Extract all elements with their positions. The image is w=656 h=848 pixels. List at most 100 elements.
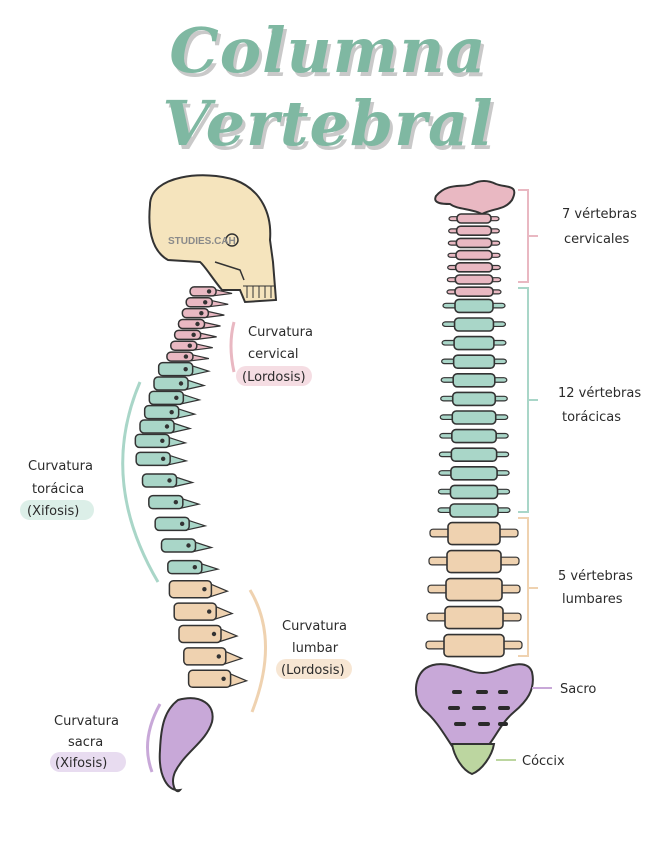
side-lumbar-foramen — [216, 654, 221, 659]
side-thoracic-vertebra — [160, 538, 197, 553]
cervical-count-label: 7 vértebras — [562, 207, 637, 222]
side-cervical-spinous-process — [188, 353, 210, 362]
front-coccyx — [450, 743, 496, 776]
side-thoracic-spinous-process — [174, 407, 197, 420]
side-thoracic-spinous-process — [197, 562, 221, 575]
front-cervical-vertebra — [454, 261, 494, 273]
side-thoracic-vertebra — [148, 390, 185, 406]
side-thoracic-foramen — [178, 381, 184, 386]
front-lumbar-vertebra — [447, 521, 501, 546]
side-cervical-foramen — [203, 300, 208, 305]
sacral-curve-type: (Xifosis) — [55, 756, 107, 771]
side-thoracic-vertebra — [135, 451, 171, 467]
side-thoracic-vertebra — [153, 376, 189, 391]
lumbar-count-label: 5 vértebras — [558, 569, 633, 584]
side-cervical-spinous-process — [192, 342, 213, 351]
side-thoracic-foramen — [160, 438, 165, 444]
front-lumbar-vertebra — [444, 605, 504, 630]
lumbar-count-label-2: lumbares — [562, 592, 623, 607]
front-thoracic-vertebra — [453, 335, 495, 351]
lumbar-curve-label-2: lumbar — [292, 641, 339, 656]
side-thoracic-spinous-process — [165, 453, 189, 466]
side-cervical-foramen — [206, 289, 212, 294]
front-thoracic-vertebra — [451, 410, 497, 425]
side-thoracic-spinous-process — [191, 540, 214, 553]
side-cervical-vertebra — [185, 297, 213, 308]
side-cervical-vertebra — [181, 307, 210, 319]
side-lumbar-spinous-process — [207, 582, 230, 599]
thoracic-curve-type: (Xifosis) — [27, 504, 79, 519]
front-cervical-vertebra — [455, 225, 493, 236]
side-lumbar-vertebra — [183, 647, 227, 666]
cervical-bracket — [518, 189, 538, 283]
front-thoracic-vertebra — [452, 354, 496, 370]
side-thoracic-foramen — [174, 395, 179, 401]
side-thoracic-foramen — [192, 564, 198, 570]
front-lumbar-vertebra — [446, 549, 502, 574]
front-thoracic-vertebra — [449, 484, 499, 500]
sacrum-label: Sacro — [560, 682, 596, 697]
cervical-count-label-2: cervicales — [564, 232, 630, 247]
side-cervical-spinous-process — [196, 331, 217, 340]
side-lumbar-foramen — [221, 676, 226, 681]
side-lumbar-vertebra — [178, 624, 222, 644]
side-cervical-vertebra — [177, 318, 206, 330]
side-thoracic-foramen — [169, 409, 174, 415]
front-cervical-vertebra — [456, 213, 492, 224]
side-lumbar-foramen — [207, 609, 212, 614]
side-lumbar-spinous-process — [216, 626, 239, 644]
cervical-curve-label-2: cervical — [248, 347, 299, 362]
side-thoracic-foramen — [167, 478, 172, 483]
side-thoracic-foramen — [160, 456, 166, 462]
lumbar-curve-arc — [248, 589, 267, 713]
side-thoracic-vertebra — [141, 473, 178, 488]
side-thoracic-spinous-process — [184, 518, 208, 531]
cervical-curve-arc — [229, 321, 236, 373]
front-thoracic-vertebra — [451, 428, 497, 444]
side-view: STUDIES.CAH Curvatura cervical (Lordosis… — [20, 174, 352, 793]
front-cervical-vertebra — [455, 249, 493, 261]
thoracic-curve-arc — [121, 381, 160, 583]
page-title: Columna Vertebral — [162, 14, 494, 160]
front-sacrum — [415, 663, 534, 747]
side-cervical-vertebra — [189, 286, 217, 297]
front-thoracic-vertebra — [453, 317, 495, 332]
side-thoracic-vertebra — [134, 433, 171, 449]
side-cervical-foramen — [187, 343, 192, 348]
side-lumbar-vertebra — [173, 602, 217, 621]
coccyx-label: Cóccix — [522, 754, 565, 769]
front-thoracic-vertebra — [450, 447, 498, 463]
lumbar-bracket — [518, 517, 538, 657]
side-lumbar-spinous-process — [226, 671, 249, 688]
lumbar-curve-type: (Lordosis) — [281, 663, 345, 678]
side-thoracic-vertebra — [167, 559, 203, 575]
front-lumbar-vertebra — [445, 577, 503, 602]
side-thoracic-spinous-process — [169, 421, 193, 434]
side-vertebrae — [134, 286, 249, 689]
side-cervical-vertebra — [173, 329, 202, 341]
side-cervical-vertebra — [170, 340, 198, 351]
side-cervical-spinous-process — [208, 299, 229, 308]
side-lumbar-foramen — [202, 587, 207, 592]
side-cervical-spinous-process — [211, 288, 233, 297]
sacral-curve-label-2: sacra — [68, 735, 103, 750]
front-cervical-vertebra — [454, 286, 494, 298]
thoracic-count-label: 12 vértebras — [558, 386, 641, 401]
sacral-curve-label: Curvatura — [54, 714, 119, 729]
side-thoracic-vertebra — [157, 361, 194, 377]
side-cervical-foramen — [191, 332, 196, 338]
front-thoracic-vertebra — [451, 391, 497, 407]
side-lumbar-foramen — [211, 631, 217, 637]
side-cervical-spinous-process — [204, 310, 225, 319]
front-vertebrae — [425, 213, 523, 658]
front-cervical-vertebra — [454, 274, 494, 285]
watermark: STUDIES.CAH — [168, 236, 236, 247]
front-thoracic-vertebra — [450, 465, 498, 481]
side-cervical-spinous-process — [200, 320, 221, 330]
side-lumbar-spinous-process — [211, 604, 234, 621]
front-lumbar-vertebra — [443, 633, 505, 658]
front-view: 7 vértebras cervicales 12 vértebras torá… — [415, 180, 641, 776]
side-thoracic-vertebra — [143, 404, 180, 420]
side-lumbar-vertebra — [168, 579, 213, 599]
